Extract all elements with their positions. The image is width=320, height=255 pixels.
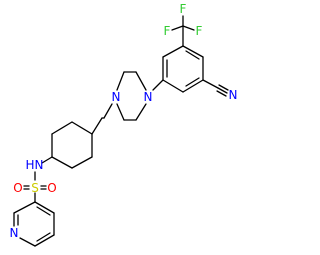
bond-benzene-6 — [162, 45, 184, 58]
atom-o-sulfonyl-right: O — [47, 181, 56, 195]
bond-pyridine-inner-2 — [36, 232, 51, 242]
bond-benzene-inner-2 — [185, 77, 200, 87]
atom-n-amide: N — [35, 158, 44, 172]
bond-cyclohexane-1 — [71, 121, 93, 135]
bond-cyclohexane-nh — [41, 156, 53, 164]
atom-f-left: F — [164, 24, 171, 38]
atom-h-amide: H — [25, 158, 34, 172]
bond-linker-1 — [103, 103, 113, 119]
atom-n-nitrile: N — [229, 88, 238, 102]
bond-pip-1 — [135, 71, 147, 91]
bond-pip-6 — [135, 103, 147, 121]
bond-pip-4 — [116, 103, 125, 121]
bond-aryl-piperazine — [152, 79, 164, 91]
bond-cn-triple-3 — [216, 90, 227, 97]
bond-cyclohexane-5 — [71, 156, 93, 169]
bond-pyridine-3 — [34, 234, 55, 247]
bond-cn-triple-2 — [218, 84, 229, 91]
bond-pyridine-inner-1 — [36, 206, 51, 216]
bond-benzene-3 — [182, 79, 204, 93]
atom-n-piperazine-alkyl: N — [112, 90, 121, 104]
bond-aryl-cn — [202, 79, 219, 89]
bond-pyridine-4 — [19, 237, 36, 247]
bond-benzene-inner-1 — [185, 50, 200, 60]
atom-n-piperazine-aryl: N — [144, 90, 153, 104]
bond-linker-3 — [91, 117, 103, 135]
bond-benzene-1 — [182, 45, 204, 58]
atom-f-right: F — [196, 24, 203, 38]
bond-pyridine-6 — [13, 201, 36, 214]
bond-pip-3 — [116, 71, 125, 91]
bond-cyclohexane-4 — [51, 156, 73, 169]
molecule-diagram: F F F N N N H N S O O N — [10, 2, 238, 247]
bond-pyridine-1 — [34, 201, 55, 214]
atom-n-pyridine: N — [10, 226, 19, 240]
bond-cyclohexane-2 — [51, 121, 73, 135]
sulfonyl-bonds — [23, 185, 47, 190]
bond-cf3-f-right — [182, 25, 195, 31]
bond-cf3-f-left — [171, 25, 184, 31]
bond-benzene-4 — [162, 79, 184, 93]
atom-f-top: F — [180, 2, 187, 16]
atom-o-sulfonyl-left: O — [13, 181, 22, 195]
atom-s-sulfonyl: S — [31, 181, 39, 195]
atom-labels: F F F N N N H N S O O N — [10, 2, 238, 240]
bond-cn-triple-1 — [217, 87, 228, 94]
bonds — [13, 15, 229, 247]
